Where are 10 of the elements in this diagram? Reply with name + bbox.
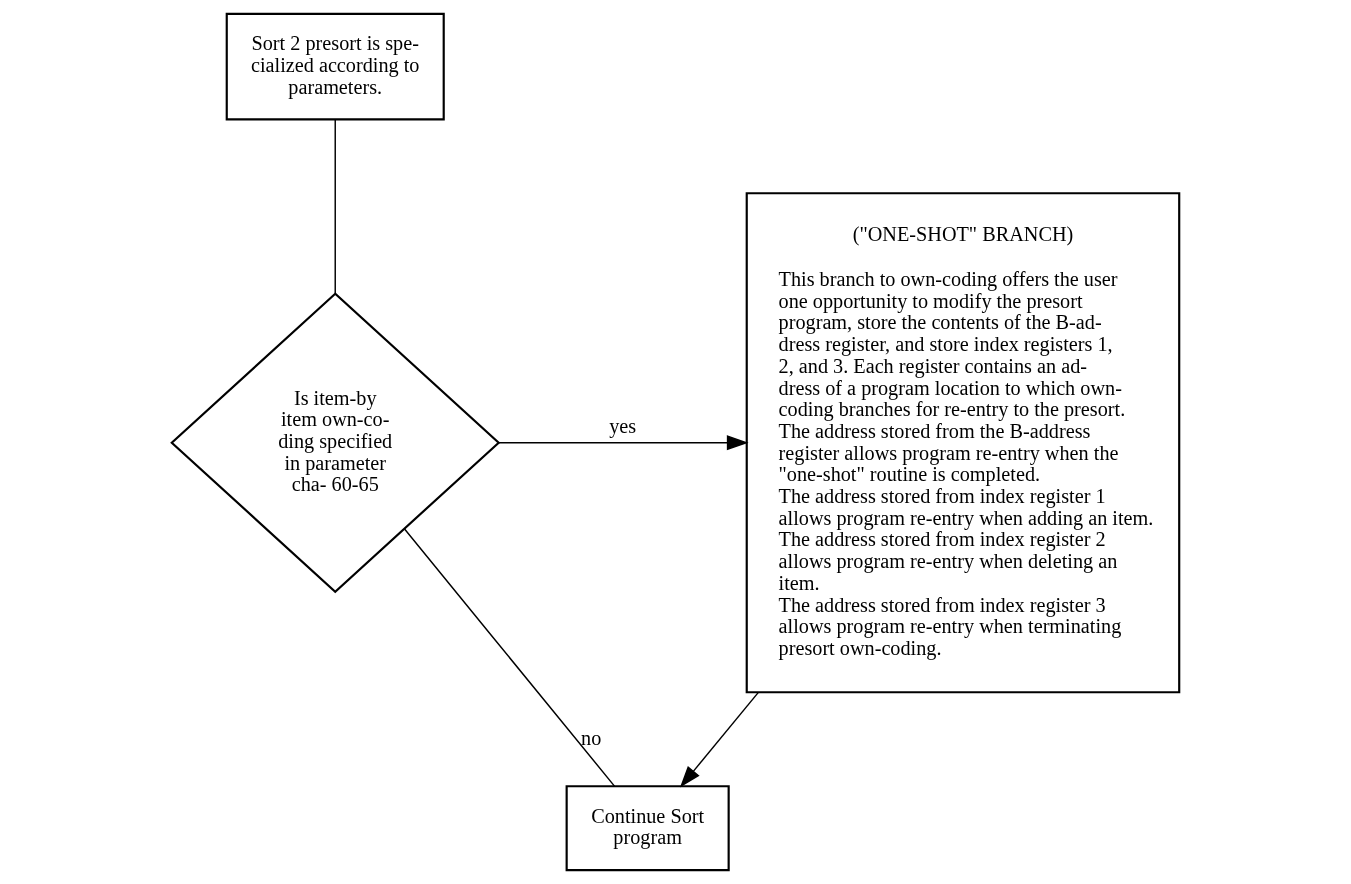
arrow bbox=[498, 435, 749, 451]
edge-label: no bbox=[581, 726, 602, 749]
connector bbox=[403, 528, 616, 787]
node-box: Sort 2 presort is spe- cialized according to parameters. bbox=[225, 12, 445, 121]
arrow bbox=[679, 691, 760, 788]
node-box: Continue Sort program bbox=[565, 785, 730, 872]
node-diamond: Is item-by item own-co- ding specified in parameter cha- 60-65 bbox=[170, 292, 501, 594]
edge-label: yes bbox=[609, 414, 637, 437]
node-box: ("ONE-SHOT" BRANCH) This branch to own-coding offers the user one opportunity to modify the presort program, store the contents of the B-ad- dress register, and store index registers 1, 2, and 3. Each register contains an ad- dress of a program location to which own- coding branches for re-entry to the presort. The address stored from the B-address register allows program re-entry when the "one-shot" routine is completed. The address stored from index register 1 allows program re-entry when adding an item. The address stored from index register 2 allows program re-entry when deleting an item. The address stored from index register 3 allows program re-entry when terminating presort own-coding. bbox=[745, 192, 1181, 694]
connector bbox=[334, 118, 336, 295]
